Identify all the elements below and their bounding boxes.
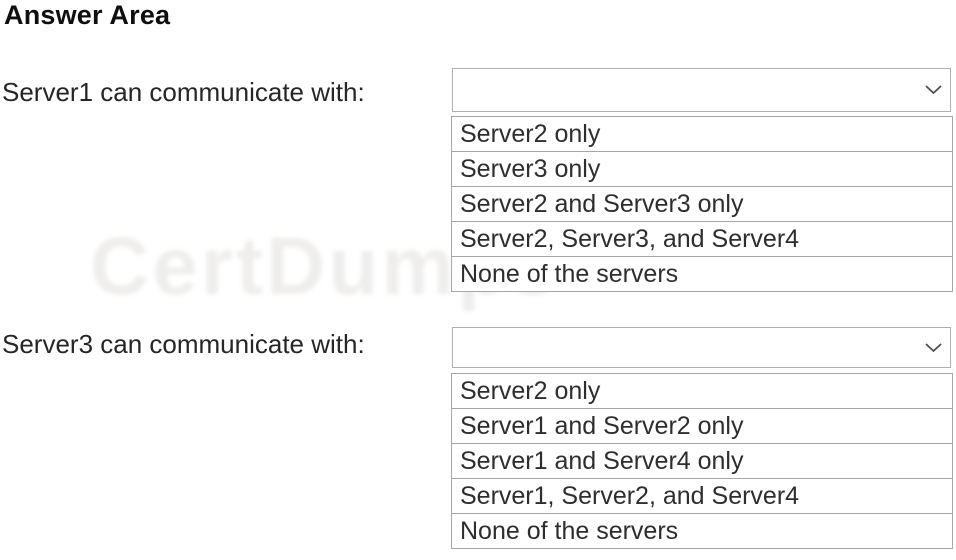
dropdown-option[interactable]: Server1, Server2, and Server4 xyxy=(451,478,953,514)
dropdown-option[interactable]: Server2, Server3, and Server4 xyxy=(451,221,953,257)
question1-dropdown[interactable] xyxy=(452,68,951,112)
dropdown-option[interactable]: Server1 and Server4 only xyxy=(451,443,953,479)
chevron-down-icon xyxy=(925,343,942,353)
question1-options-list: Server2 only Server3 only Server2 and Se… xyxy=(451,116,953,292)
dropdown-option[interactable]: Server2 only xyxy=(451,373,953,409)
chevron-down-icon xyxy=(925,85,942,95)
dropdown-option[interactable]: None of the servers xyxy=(451,256,953,292)
dropdown-option[interactable]: Server2 and Server3 only xyxy=(451,186,953,222)
question2-options-list: Server2 only Server1 and Server2 only Se… xyxy=(451,373,953,549)
question2-label: Server3 can communicate with: xyxy=(2,329,365,359)
question2-dropdown[interactable] xyxy=(452,327,951,368)
dropdown-option[interactable]: None of the servers xyxy=(451,513,953,549)
page-title: Answer Area xyxy=(4,0,171,30)
dropdown-option[interactable]: Server1 and Server2 only xyxy=(451,408,953,444)
dropdown-option[interactable]: Server2 only xyxy=(451,116,953,152)
dropdown-option[interactable]: Server3 only xyxy=(451,151,953,187)
question1-label: Server1 can communicate with: xyxy=(2,77,365,107)
